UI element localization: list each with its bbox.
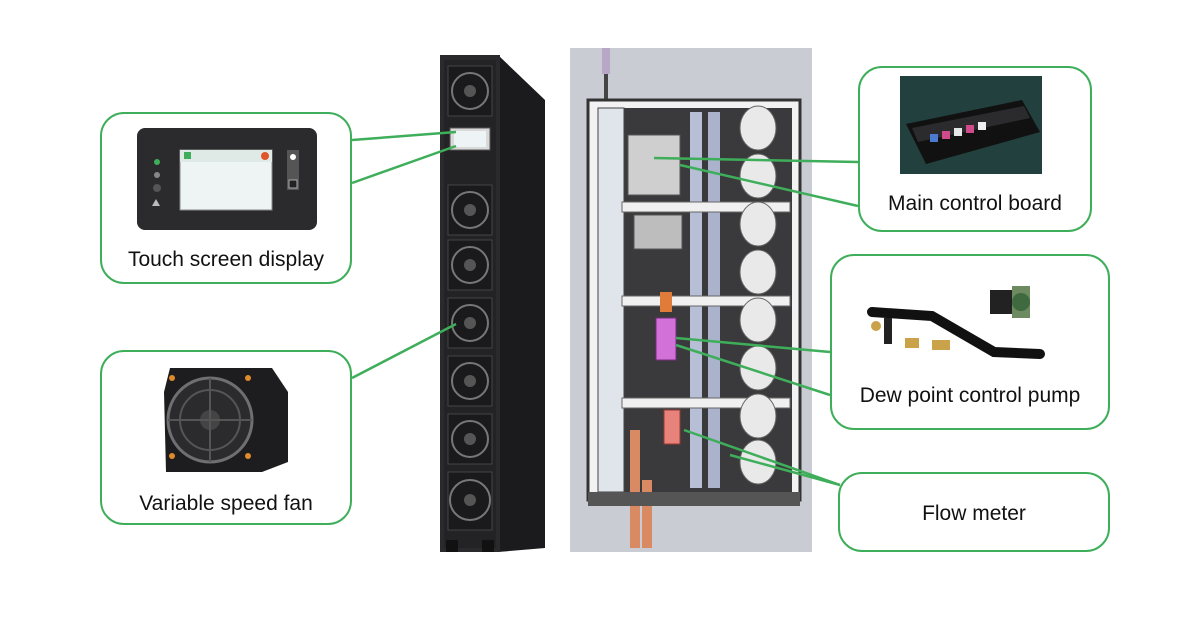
touch-screen-callout: Touch screen display bbox=[100, 112, 352, 284]
main-board-callout: Main control board bbox=[858, 66, 1092, 232]
fan-icon bbox=[447, 297, 493, 349]
internal-view bbox=[570, 48, 812, 552]
flow-meter-callout: Flow meter bbox=[838, 472, 1110, 552]
main-board-label: Main control board bbox=[888, 192, 1062, 215]
fan-icon bbox=[447, 471, 493, 531]
fan-icon bbox=[447, 184, 493, 236]
dew-pump-label: Dew point control pump bbox=[859, 384, 1081, 407]
dew-pump-callout: Dew point control pump bbox=[830, 254, 1110, 430]
fan-icon bbox=[447, 65, 493, 117]
variable-fan-callout: Variable speed fan bbox=[100, 350, 352, 525]
leader-lines bbox=[351, 130, 859, 487]
variable-fan-label: Variable speed fan bbox=[139, 492, 313, 515]
touch-screen-label: Touch screen display bbox=[127, 248, 325, 271]
fan-icon bbox=[447, 413, 493, 465]
cabinet-fan-array bbox=[447, 65, 493, 531]
fan-icon bbox=[447, 239, 493, 291]
fan-icon bbox=[447, 355, 493, 407]
flow-meter-label: Flow meter bbox=[922, 502, 1026, 525]
